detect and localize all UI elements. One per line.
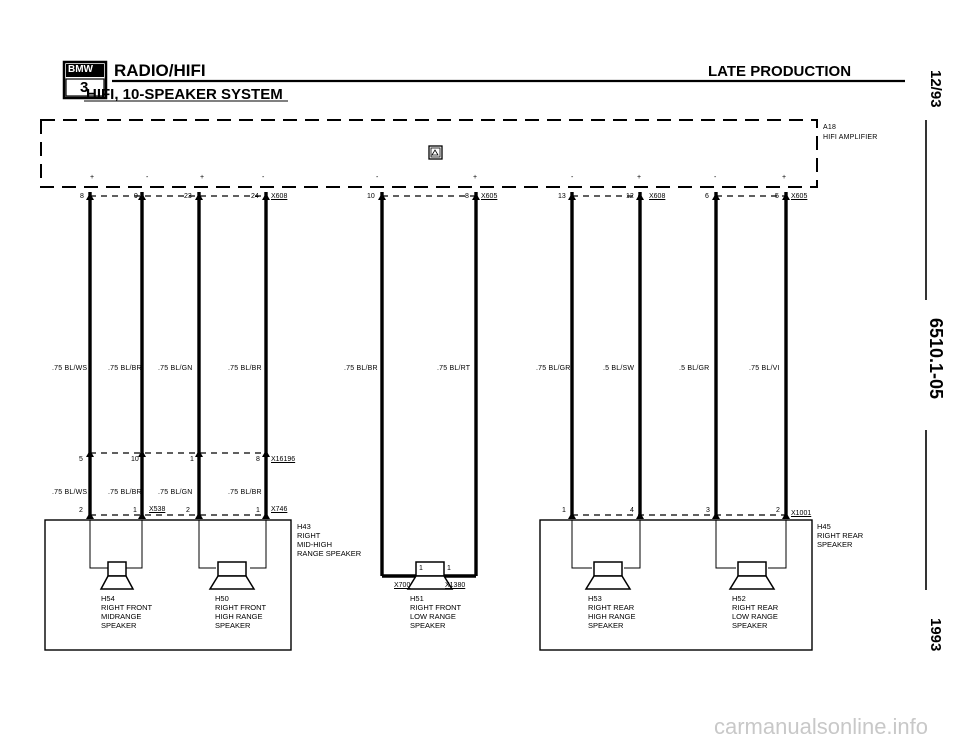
connector-label: X538	[149, 506, 166, 513]
polarity-8: +	[637, 174, 642, 181]
pin: 6	[705, 193, 709, 200]
polarity-10: +	[782, 174, 787, 181]
pin: 2	[79, 507, 83, 514]
polarity-9: -	[714, 174, 717, 181]
wire-label: .75 BL/RT	[437, 365, 471, 372]
wire-label: .5 BL/SW	[603, 365, 635, 372]
wire-group-front	[88, 192, 268, 515]
speaker-label-h51: H51 RIGHT FRONT LOW RANGE SPEAKER	[410, 594, 462, 630]
wire-label: .75 BL/GN	[158, 489, 193, 496]
polarity-6: +	[473, 174, 478, 181]
wire-label: .75 BL/WS	[52, 489, 88, 496]
series-label: 3	[80, 79, 89, 96]
wire-label: .75 BL/GR	[536, 365, 571, 372]
connector-label: X1380	[445, 582, 466, 589]
amplifier-id: A18	[823, 124, 837, 131]
brand-label: BMW	[68, 64, 93, 75]
pin: 1	[562, 507, 566, 514]
wire-label: .5 BL/GR	[679, 365, 710, 372]
watermark: carmanualsonline.info	[714, 714, 929, 739]
pin: 10	[367, 193, 375, 200]
speaker-label-h54: H54 RIGHT FRONT MIDRANGE SPEAKER	[101, 594, 153, 630]
polarity-7: -	[571, 174, 574, 181]
wire-label: .75 BL/BR	[228, 365, 262, 372]
pin: 1	[419, 565, 423, 572]
pin: 5	[79, 456, 83, 463]
polarity-1: +	[90, 174, 95, 181]
connector-label: X16196	[271, 456, 296, 463]
pin: 2	[776, 507, 780, 514]
pin: 23	[184, 193, 192, 200]
connector-label: X1001	[791, 510, 812, 517]
polarity-4: -	[262, 174, 265, 181]
pin: 8	[80, 193, 84, 200]
pin: 1	[190, 456, 194, 463]
pin: 1	[256, 507, 260, 514]
pin: 5	[775, 193, 779, 200]
pin: 24	[251, 193, 259, 200]
pin: 13	[558, 193, 566, 200]
speaker-icon-h54	[99, 561, 135, 590]
speaker-icon-h50	[208, 561, 256, 590]
polarity-3: +	[200, 174, 205, 181]
pin: 8	[465, 193, 469, 200]
connector-label: X605	[791, 193, 808, 200]
enclosure-h45	[539, 519, 813, 651]
date-code: 12/93	[927, 70, 944, 108]
speaker-icon-h52	[728, 561, 776, 590]
speaker-label-h43: H43 RIGHT MID-HIGH RANGE SPEAKER	[297, 522, 362, 558]
connector-label: X700	[394, 582, 411, 589]
pin: 1	[133, 507, 137, 514]
wire-label: .75 BL/BR	[344, 365, 378, 372]
amplifier-name: HIFI AMPLIFIER	[823, 134, 878, 141]
connector-label: X746	[271, 506, 288, 513]
speaker-label-h50: H50 RIGHT FRONT HIGH RANGE SPEAKER	[215, 594, 267, 630]
page-title: RADIO/HIFI	[114, 61, 206, 80]
pin: 2	[186, 507, 190, 514]
pin: 9	[134, 193, 138, 200]
wire-label: .75 BL/BR	[228, 489, 262, 496]
speaker-icon-h51	[406, 561, 454, 590]
speaker-label-h53: H53 RIGHT REAR HIGH RANGE SPEAKER	[588, 594, 636, 630]
amplifier-icon	[428, 145, 443, 160]
connector-pins	[86, 193, 790, 519]
pin: 8	[256, 456, 260, 463]
polarity-2: -	[146, 174, 149, 181]
pin: 10	[131, 456, 139, 463]
speaker-label-h52: H52 RIGHT REAR LOW RANGE SPEAKER	[732, 594, 779, 630]
speaker-icon-h53	[584, 561, 632, 590]
pin: 3	[706, 507, 710, 514]
connector-label: X608	[649, 193, 666, 200]
wire-label: .75 BL/VI	[749, 365, 780, 372]
enclosure-h43	[44, 519, 292, 651]
bmw-logo	[62, 60, 108, 100]
wire-group-woofer	[380, 192, 478, 576]
wire-label: .75 BL/BR	[108, 489, 142, 496]
page-subtitle: HIFI, 10-SPEAKER SYSTEM	[86, 86, 283, 103]
wire-label: .75 BL/WS	[52, 365, 88, 372]
wire-label: .75 BL/GN	[158, 365, 193, 372]
year-code: 1993	[927, 618, 944, 652]
doc-code: 6510.1-05	[926, 318, 946, 400]
connector-label: X608	[271, 193, 288, 200]
pin: 1	[447, 565, 451, 572]
pin: 12	[626, 193, 634, 200]
pin: 4	[630, 507, 634, 514]
amplifier-box	[40, 119, 818, 188]
wire-label: .75 BL/BR	[108, 365, 142, 372]
wire-group-rear	[570, 192, 788, 515]
production-label: LATE PRODUCTION	[708, 63, 852, 80]
polarity-5: -	[376, 174, 379, 181]
connector-label: X605	[481, 193, 498, 200]
speaker-label-h45: H45 RIGHT REAR SPEAKER	[817, 522, 864, 549]
